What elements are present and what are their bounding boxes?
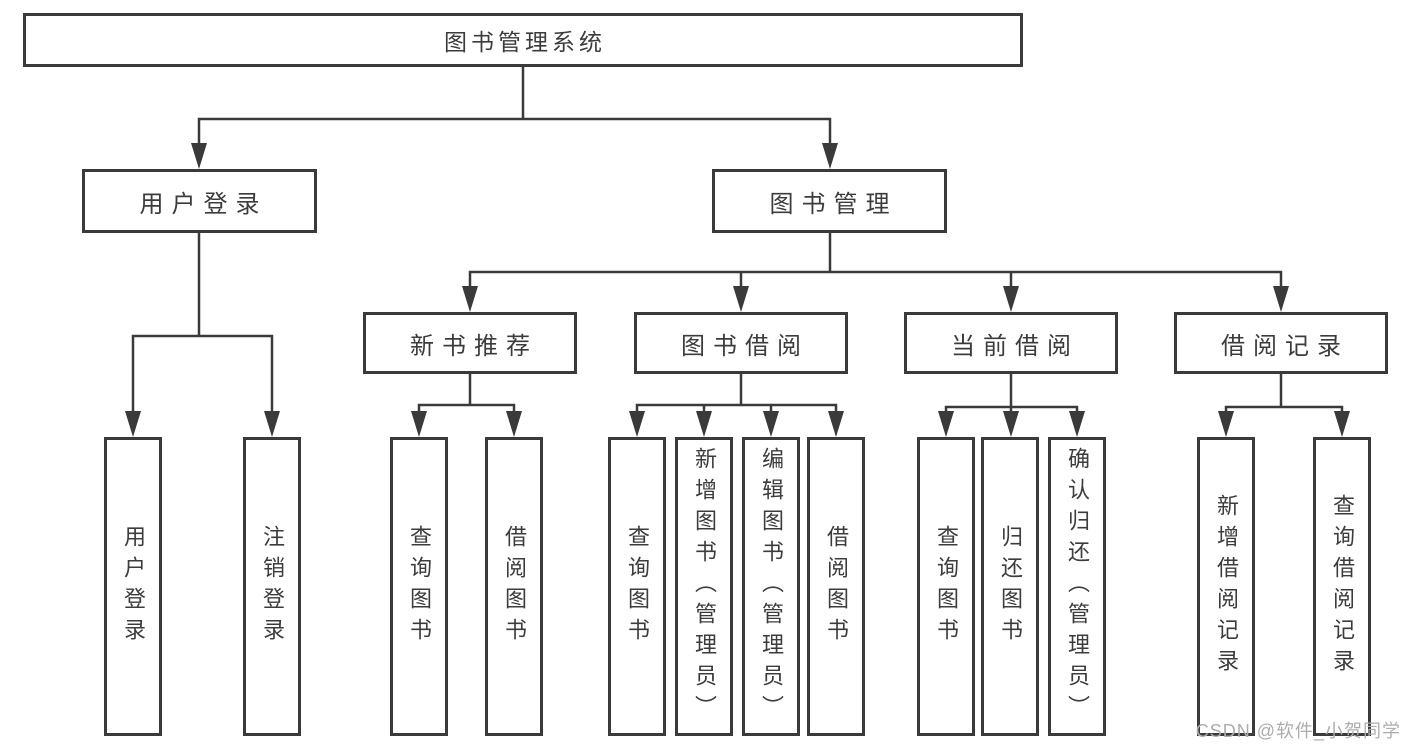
leaf-edit-books-admin: 编辑图书（管理员） xyxy=(742,437,800,736)
leaf-borrow-books: 借阅图书 xyxy=(807,437,865,736)
leaf-return-books: 归还图书 xyxy=(981,437,1039,736)
leaf-add-borrow-record: 新增借阅记录 xyxy=(1197,437,1255,736)
leaf-user-login: 用户登录 xyxy=(104,437,162,736)
leaf-query-books-recommend: 查询图书 xyxy=(390,437,448,736)
node-user-login: 用户登录 xyxy=(82,169,317,233)
edge-book-management-to-level3 xyxy=(468,230,1283,292)
edge-new-book-recommend-to-leaves xyxy=(417,372,516,417)
node-book-management: 图书管理 xyxy=(712,169,947,233)
node-new-book-recommend: 新书推荐 xyxy=(363,312,577,374)
leaf-add-books-admin: 新增图书（管理员） xyxy=(675,437,733,736)
leaf-query-books-current: 查询图书 xyxy=(917,437,975,736)
node-book-borrow: 图书借阅 xyxy=(634,312,848,374)
node-borrow-records: 借阅记录 xyxy=(1174,312,1388,374)
leaf-query-books-borrow: 查询图书 xyxy=(608,437,666,736)
node-label: 借阅记录 xyxy=(1221,332,1349,360)
node-label: 用户登录 xyxy=(139,190,268,218)
node-label: 新书推荐 xyxy=(410,332,538,360)
node-label: 当前借阅 xyxy=(951,332,1079,360)
node-library-management-system: 图书管理系统 xyxy=(23,13,1023,67)
node-label: 图书借阅 xyxy=(681,332,809,360)
edge-book-borrow-to-leaves xyxy=(635,372,838,417)
node-label: 图书管理系统 xyxy=(444,29,606,55)
edge-user-login-to-leaves xyxy=(131,230,274,417)
leaf-borrow-books-recommend: 借阅图书 xyxy=(485,437,543,736)
leaf-confirm-return-admin: 确认归还（管理员） xyxy=(1048,437,1106,736)
node-label: 图书管理 xyxy=(769,190,898,218)
leaf-query-borrow-record: 查询借阅记录 xyxy=(1313,437,1371,736)
node-current-borrow: 当前借阅 xyxy=(904,312,1118,374)
csdn-watermark: CSDN @软件_小贺同学 xyxy=(1195,721,1401,741)
edge-current-borrow-to-leaves xyxy=(944,372,1079,417)
edge-borrow-records-to-leaves xyxy=(1224,372,1344,417)
leaf-logout: 注销登录 xyxy=(243,437,301,736)
edge-root-to-level2 xyxy=(197,65,832,149)
arrowheads xyxy=(125,143,1350,437)
